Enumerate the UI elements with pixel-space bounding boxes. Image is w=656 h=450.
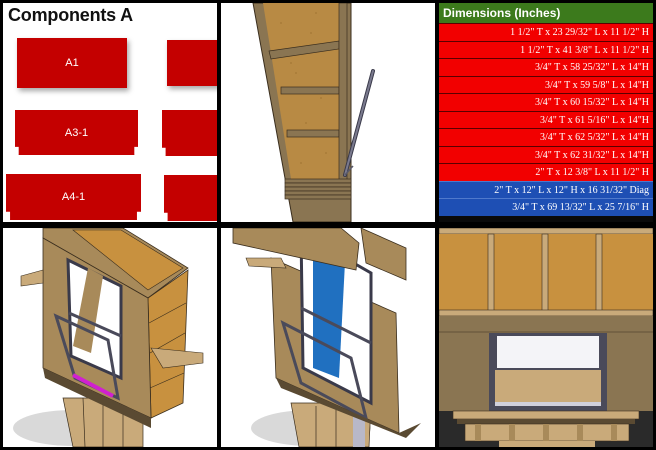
part-a1: A1: [17, 38, 127, 88]
components-title: Components A: [8, 5, 133, 25]
dimension-row: 3/4" T x 58 25/32" L x 14"H: [439, 58, 653, 76]
dimension-row: 3/4" T x 62 31/32" L x 14"H: [439, 145, 653, 163]
dimension-row: 2" T x 12" L x 12" H x 16 31/32" Diag: [439, 180, 653, 198]
dimension-row: 1 1/2" T x 23 29/32" L x 11 1/2" H: [439, 23, 653, 41]
isometric-front-drawing: [13, 228, 204, 447]
dimension-row: 3/4" T x 62 5/32" L x 14"H: [439, 128, 653, 146]
dimension-row: 2" T x 12 3/8" L x 11 1/2" H: [439, 163, 653, 181]
dimensions-table: Dimensions (Inches) 1 1/2" T x 23 29/32"…: [439, 3, 653, 216]
part-label: A1: [65, 57, 79, 69]
part-a2-cropped: [167, 40, 217, 86]
part-a3-2-cropped: [162, 110, 217, 156]
dimension-row: 3/4" T x 59 5/8" L x 14"H: [439, 75, 653, 93]
front-elevation-drawing: [439, 228, 653, 447]
isometric-cutaway-drawing: [232, 228, 421, 447]
dimensions-header: Dimensions (Inches): [439, 3, 653, 23]
dimensions-panel: Dimensions (Inches) 1 1/2" T x 23 29/32"…: [439, 3, 653, 222]
side-section-drawing: [252, 3, 375, 222]
front-elevation-view: [439, 228, 653, 447]
part-a4-2-cropped: [164, 175, 217, 221]
isometric-cutaway-view: [221, 228, 435, 447]
dimension-row: 3/4" T x 60 15/32" L x 14"H: [439, 93, 653, 111]
part-label: A4-1: [61, 191, 86, 203]
side-section-view: [221, 3, 435, 222]
part-a4-1: A4-1: [6, 174, 141, 220]
dimension-row: 1 1/2" T x 41 3/8" L x 11 1/2" H: [439, 40, 653, 58]
dimension-row: 3/4" T x 69 13/32" L x 25 7/16" H: [439, 198, 653, 216]
part-a3-1: A3-1: [15, 110, 138, 155]
part-label: A3-1: [64, 126, 89, 139]
dimension-row: 3/4" T x 61 5/16" L x 14"H: [439, 110, 653, 128]
components-panel: Components A A1 A3-1 A4-1: [3, 3, 217, 222]
isometric-front-view: [3, 228, 217, 447]
